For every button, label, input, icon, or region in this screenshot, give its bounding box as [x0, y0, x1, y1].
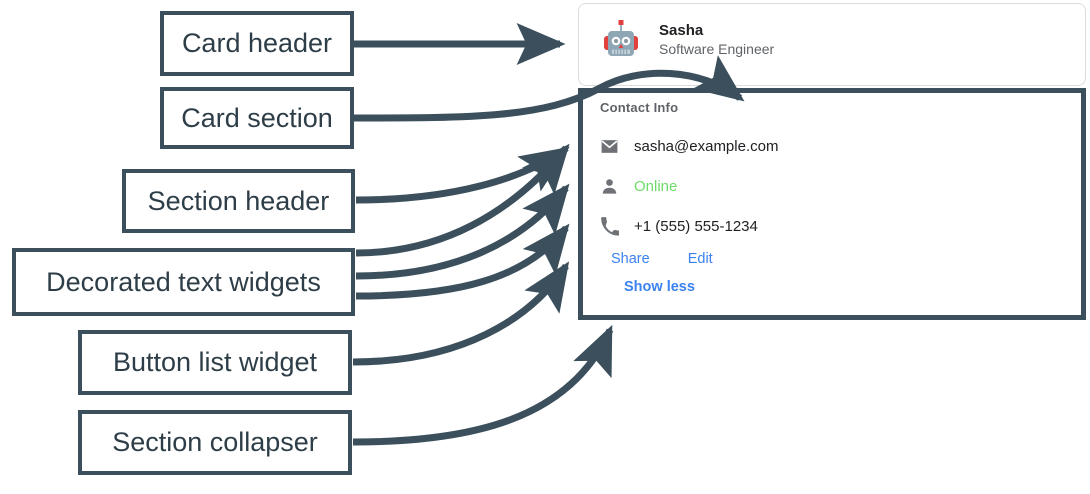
annotation-section-collapser: Section collapser [78, 410, 352, 475]
share-button[interactable]: Share [611, 251, 650, 267]
button-list-widget: Share Edit [611, 251, 1070, 267]
annotation-card-section: Card section [160, 87, 354, 149]
status-value: Online [634, 177, 678, 195]
phone-value: +1 (555) 555-1234 [634, 217, 758, 235]
annotation-label: Button list widget [112, 347, 318, 377]
phone-icon [600, 216, 634, 236]
card-title-block: Sasha Software Engineer [659, 21, 775, 58]
section-collapser-button[interactable]: Show less [624, 279, 695, 295]
decorated-text-row-email: sasha@example.com [600, 131, 1070, 161]
email-value: sasha@example.com [634, 137, 779, 155]
arrow-section-collapser [352, 324, 614, 446]
arrow-decorated-3 [355, 223, 570, 300]
arrow-button-list [352, 261, 570, 366]
card-section-outline [578, 88, 1086, 320]
decorated-text-row-status: Online [600, 171, 1070, 201]
annotation-label: Section header [147, 185, 330, 216]
annotation-label: Decorated text widgets [46, 266, 321, 297]
card-header-row: Sasha Software Engineer [599, 18, 774, 62]
section-header-label: Contact Info [600, 100, 679, 115]
decorated-text-row-phone: +1 (555) 555-1234 [600, 211, 1070, 241]
robot-avatar-icon [599, 18, 643, 62]
arrow-section-header [355, 146, 570, 204]
annotation-label: Card header [181, 28, 333, 58]
annotation-label: Section collapser [112, 427, 318, 457]
arrow-card-section [353, 55, 745, 122]
annotation-card-header: Card header [160, 11, 354, 76]
annotation-decorated-text-widgets: Decorated text widgets [12, 248, 355, 316]
annotation-button-list-widget: Button list widget [78, 330, 352, 395]
annotation-label: Card section [181, 102, 333, 133]
person-name: Sasha [659, 21, 704, 39]
arrow-decorated-2 [355, 183, 570, 280]
email-icon [600, 137, 634, 156]
person-icon [600, 177, 634, 196]
card-section-content: Contact Info sasha@example.com Online [600, 100, 1070, 295]
annotation-section-header: Section header [122, 169, 355, 233]
person-subtitle: Software Engineer [659, 41, 775, 58]
edit-button[interactable]: Edit [687, 251, 713, 267]
arrow-decorated-1 [355, 143, 570, 257]
